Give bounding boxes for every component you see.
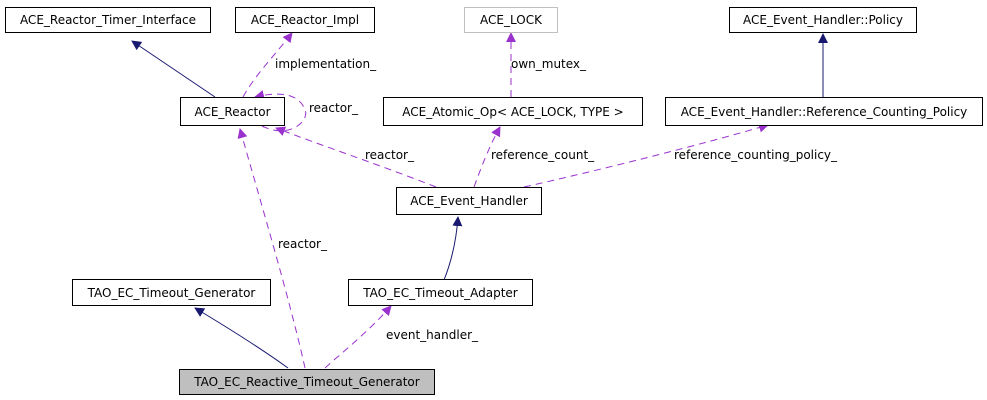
edge-label-event-handler: event_handler_ [386,328,479,342]
node-label: TAO_EC_Timeout_Generator [87,285,256,300]
edge-label-reference-counting-policy: reference_counting_policy_ [674,148,838,162]
node-label: ACE_Event_Handler [410,194,528,208]
node-atomic-op[interactable]: ACE_Atomic_Op< ACE_LOCK, TYPE > [383,97,643,126]
node-ref-counting-policy[interactable]: ACE_Event_Handler::Reference_Counting_Po… [665,97,983,126]
edge-adapter-to-event-handler [443,216,463,281]
edge-eh-to-refpolicy [523,122,769,188]
node-timeout-generator[interactable]: TAO_EC_Timeout_Generator [72,279,271,306]
node-label: TAO_EC_Timeout_Adapter [363,285,518,300]
node-label: ACE_Reactor_Timer_Interface [19,13,197,27]
edge-eh-to-reactor [275,126,437,188]
edge-label-reactor-eh: reactor_ [365,148,414,162]
edge-reactor-self [254,90,307,132]
node-label: ACE_Reactor [194,104,271,119]
node-label: ACE_Atomic_Op< ACE_LOCK, TYPE > [402,104,624,119]
edge-label-reactor-rtg: reactor_ [278,237,327,251]
node-label: ACE_Event_Handler::Reference_Counting_Po… [680,104,968,119]
node-reactive-timeout-generator[interactable]: TAO_EC_Reactive_Timeout_Generator [179,369,435,395]
node-ace-lock[interactable]: ACE_LOCK [464,7,558,33]
edge-label-reference-count: reference_count_ [491,148,595,162]
node-label: TAO_EC_Reactive_Timeout_Generator [194,375,420,389]
node-timeout-adapter[interactable]: TAO_EC_Timeout_Adapter [348,279,533,306]
edge-label-own-mutex: own_mutex_ [511,57,587,71]
edge-rtg-to-adapter [324,305,392,369]
edge-reactor-to-impl [242,32,293,98]
node-label: ACE_LOCK [480,13,542,27]
node-label: ACE_Event_Handler::Policy [743,13,903,27]
edge-rtg-to-reactor [237,128,306,369]
edge-reactor-to-timer-interface [131,40,216,98]
node-policy[interactable]: ACE_Event_Handler::Policy [729,7,917,33]
edge-label-implementation: implementation_ [275,57,377,71]
edge-label-reactor-self: reactor_ [309,101,358,115]
node-label: ACE_Reactor_Impl [250,13,360,27]
edge-eh-to-atomic [473,126,501,188]
node-reactor-impl[interactable]: ACE_Reactor_Impl [235,7,375,33]
node-reactor[interactable]: ACE_Reactor [180,97,285,126]
node-event-handler[interactable]: ACE_Event_Handler [396,187,542,215]
node-timer-interface[interactable]: ACE_Reactor_Timer_Interface [5,7,211,33]
edge-rtg-to-timeout-generator [194,307,289,369]
